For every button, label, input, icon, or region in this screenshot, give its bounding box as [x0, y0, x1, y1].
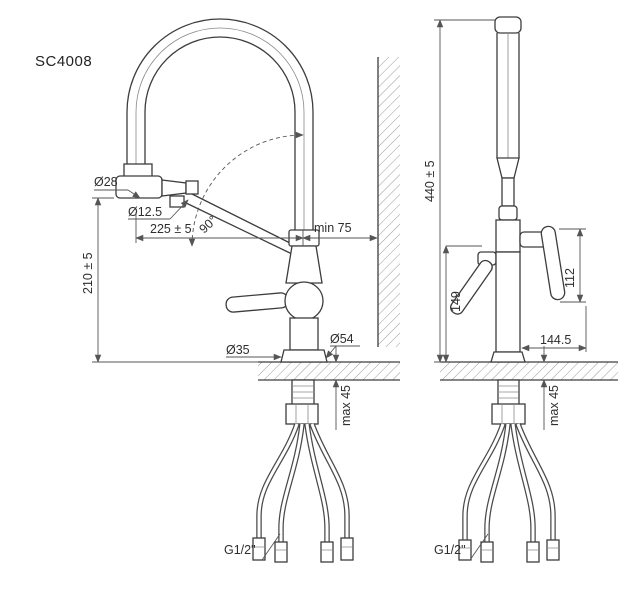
base-flange-side [490, 351, 526, 363]
nut-facets-side [501, 404, 515, 424]
leader-d54 [326, 345, 360, 358]
dim-thread-side: G1/2" [434, 533, 489, 561]
under-sink-assembly-front [252, 379, 354, 563]
label-d28: Ø28 [94, 175, 118, 189]
label-225: 225 ± 5 [150, 222, 192, 236]
dim-nozzle-diameter: Ø12.5 [128, 200, 188, 220]
dimensions-front: Ø28 Ø12.5 225 ± 5 min 75 90° [81, 131, 378, 561]
filter-lever [450, 259, 493, 315]
wall-section [377, 57, 400, 347]
handle-lever-front [225, 292, 289, 313]
spout [126, 18, 314, 230]
dim-body-diameter: Ø35 [226, 343, 281, 357]
spout-outline [126, 18, 314, 230]
spout-tube-side [496, 33, 520, 158]
spray-head [115, 163, 199, 208]
arc-90deg [188, 131, 304, 247]
hose-fitting-front-4 [340, 537, 354, 561]
side-view: 440 ± 5 149 112 144.5 max 45 [423, 16, 618, 563]
spout-hose-contour [135, 27, 305, 230]
under-sink-assembly-side [458, 379, 560, 563]
hose-fitting-front-3 [320, 541, 334, 563]
spray-head-body [115, 175, 163, 199]
label-max45-side: max 45 [547, 385, 561, 426]
countertop-hatch-front [258, 362, 400, 380]
dim-deck-thickness-side: max 45 [540, 346, 561, 430]
faucet-body-front [225, 229, 328, 363]
hose-fitting-side-2 [480, 541, 494, 563]
leader-d28 [94, 189, 140, 198]
label-112: 112 [563, 268, 577, 288]
dim-height-210: 210 ± 5 [81, 197, 258, 363]
spray-head-fitting [123, 163, 153, 178]
body-neck [285, 245, 323, 284]
handle-lever-side [540, 225, 566, 301]
hose-fitting-side-4 [546, 539, 560, 561]
hoses-front-outer [256, 423, 350, 542]
shank-thread-lines-side [498, 385, 519, 405]
leader-thread-side [469, 533, 489, 561]
label-d12-5: Ø12.5 [128, 205, 162, 219]
countertop-hatch-side [440, 362, 618, 380]
spray-nozzle [161, 179, 187, 197]
front-view: Ø28 Ø12.5 225 ± 5 min 75 90° [81, 18, 400, 563]
countertop-section-front [258, 361, 400, 381]
spout-taper-side [496, 157, 520, 179]
label-thread-side: G1/2" [434, 543, 466, 557]
dim-base-diameter: Ø54 [326, 332, 360, 358]
label-149: 149 [449, 291, 463, 312]
hoses-side-outer [462, 423, 556, 542]
hoses-front-inner [257, 423, 349, 542]
shank-thread-lines-front [292, 385, 314, 405]
model-label: SC4008 [35, 53, 92, 70]
dim-total-height: 440 ± 5 [423, 19, 495, 363]
label-min75: min 75 [314, 221, 352, 235]
dim-head-diameter: Ø28 [94, 175, 140, 198]
label-d54: Ø54 [330, 332, 354, 346]
hose-fitting-front-1 [252, 537, 266, 561]
spout-collar-side [498, 205, 518, 221]
hose-fitting-side-1 [458, 539, 472, 561]
label-440: 440 ± 5 [423, 160, 437, 202]
label-210: 210 ± 5 [81, 252, 95, 294]
hose-fitting-lines-side [459, 547, 559, 551]
dim-deck-thickness-front: max 45 [332, 346, 353, 430]
base-escutcheon [280, 349, 328, 363]
hose-fitting-side-3 [526, 541, 540, 563]
countertop-lines-side [440, 361, 618, 381]
hose-fitting-lines-front [253, 546, 353, 551]
lower-body-side [495, 251, 521, 353]
spout-cap-side [494, 16, 522, 34]
countertop-section-side [440, 361, 618, 381]
dim-filter-lever-height: 149 [442, 245, 482, 363]
dim-handle-reach: 144.5 [521, 306, 587, 352]
spout-narrow-side [501, 177, 515, 207]
label-max45-front: max 45 [339, 385, 353, 426]
aerator [169, 195, 185, 208]
label-thread-front: G1/2" [224, 543, 256, 557]
label-144-5: 144.5 [540, 333, 571, 347]
dim-swivel-angle: 90° [188, 131, 304, 247]
mounting-nut-front [285, 403, 319, 425]
ext-440 [434, 19, 495, 363]
nut-facets-front [295, 404, 309, 424]
hoses-side-inner [463, 423, 555, 542]
label-90deg: 90° [196, 213, 219, 236]
label-d35: Ø35 [226, 343, 250, 357]
mounting-nut-side [491, 403, 526, 425]
nozzle-tip [185, 180, 199, 195]
faucet-body-side [450, 16, 566, 363]
wall-hatch [378, 57, 400, 347]
dim-thread-front: G1/2" [224, 533, 281, 561]
hose-fitting-front-2 [274, 541, 288, 563]
dim-handle-height: 112 [559, 228, 586, 303]
upper-body-side [495, 219, 521, 253]
body-cylinder [289, 317, 319, 351]
dimensions-side: 440 ± 5 149 112 144.5 max 45 [423, 19, 587, 561]
leader-d12-5 [128, 200, 188, 220]
leader-thread-front [261, 533, 281, 561]
body-sphere-joint [284, 281, 324, 321]
